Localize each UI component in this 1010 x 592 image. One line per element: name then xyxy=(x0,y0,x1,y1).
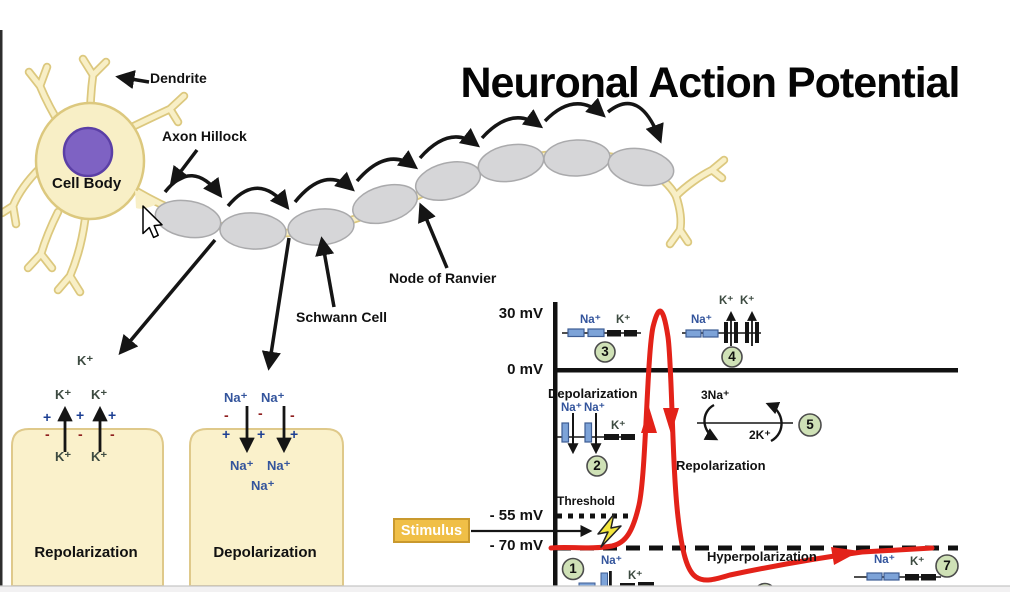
step2-channels-icon xyxy=(556,413,635,455)
graph-repolarization-label: Repolarization xyxy=(676,458,766,473)
cell-body-label: Cell Body xyxy=(52,175,122,192)
step4-circle xyxy=(721,346,743,368)
myelin-segments xyxy=(154,139,675,250)
step2-number: 2 xyxy=(593,458,601,473)
k-ion-label: K⁺ xyxy=(55,387,72,402)
conduction-hop-arrows xyxy=(163,97,664,211)
sodium-potassium-pump-icon xyxy=(697,401,793,443)
step1-circle xyxy=(561,557,585,581)
depolarization-panel-title: Depolarization xyxy=(213,544,317,561)
step3-circle xyxy=(594,341,616,363)
stimulus-badge: Stimulus xyxy=(393,518,470,543)
node-of-ranvier-arrow xyxy=(418,202,449,269)
y-label-minus70mv: - 70 mV xyxy=(489,537,543,554)
na-ion-label: Na⁺ xyxy=(251,478,275,493)
step5-circle xyxy=(798,413,822,437)
outer-charge-plus: + xyxy=(76,407,85,423)
inner-charge-minus: - xyxy=(78,426,83,442)
stimulus-label: Stimulus xyxy=(400,522,463,539)
window-left-edge xyxy=(0,30,3,586)
na-ion-label: Na⁺ xyxy=(601,555,622,567)
neuron-illustration xyxy=(0,54,729,297)
na-ion-label: Na⁺ xyxy=(224,390,248,405)
schwann-cell-label: Schwann Cell xyxy=(296,309,388,325)
k-ion-label: K⁺ xyxy=(628,570,643,582)
dendrite-label: Dendrite xyxy=(150,70,207,86)
falling-phase-arrowhead xyxy=(663,408,679,434)
step5-number: 5 xyxy=(806,417,814,432)
step4-number: 4 xyxy=(728,349,736,364)
axon-hillock-label: Axon Hillock xyxy=(162,128,247,144)
outer-charge-minus: - xyxy=(290,407,295,423)
pump-2k-label: 2K⁺ xyxy=(749,428,771,442)
na-ion-label: Na⁺ xyxy=(874,554,895,566)
k-ion-callout: K⁺ xyxy=(77,353,94,368)
k-ion-label: K⁺ xyxy=(611,420,626,432)
outer-charge-plus: + xyxy=(43,409,52,425)
axon-to-depolarization-arrow xyxy=(261,237,291,371)
node-of-ranvier-label: Node of Ranvier xyxy=(389,270,497,286)
return-to-rest-arrowhead xyxy=(831,547,860,565)
axon-hillock-arrow xyxy=(169,148,199,187)
step7-number: 7 xyxy=(943,558,951,573)
outer-charge-plus: + xyxy=(108,407,117,423)
bottom-strip xyxy=(0,586,1010,592)
step3-channels-icon xyxy=(562,328,641,338)
na-out-pump-arrow xyxy=(703,403,719,441)
hyperpolarization-label: Hyperpolarization xyxy=(707,549,817,564)
k-ion-label: K⁺ xyxy=(91,449,108,464)
k-in-pump-arrow xyxy=(765,401,783,443)
k-ion-label: K⁺ xyxy=(55,449,72,464)
outer-charge-minus: - xyxy=(258,405,263,421)
step4-channels-icon xyxy=(682,311,761,346)
repolarization-panel-title: Repolarization xyxy=(34,544,138,561)
na-ion-label: Na⁺ xyxy=(584,402,605,414)
zero-mv-line xyxy=(553,368,958,373)
axon-to-repolarization-arrow xyxy=(118,238,217,355)
k-ion-label: K⁺ xyxy=(910,556,925,568)
callout-arrows xyxy=(115,70,449,371)
step7-channels-icon xyxy=(854,572,941,581)
y-label-minus55mv: - 55 mV xyxy=(489,507,543,524)
k-ion-label: K⁺ xyxy=(616,314,631,326)
k-ion-label: K⁺ xyxy=(719,295,734,307)
k-ion-label: K⁺ xyxy=(740,295,755,307)
na-ion-label: Na⁺ xyxy=(561,402,582,414)
nucleus xyxy=(62,126,114,178)
na-ion-label: Na⁺ xyxy=(691,314,712,326)
pump-3na-label: 3Na⁺ xyxy=(701,388,730,402)
lightning-bolt-icon xyxy=(597,513,622,548)
membrane-ion-arrows xyxy=(57,405,292,454)
depolarization-panel xyxy=(189,428,344,587)
y-label-30mv: 30 mV xyxy=(498,305,543,322)
y-label-0mv: 0 mV xyxy=(507,361,543,378)
step2-circle xyxy=(586,455,608,477)
na-ion-label: Na⁺ xyxy=(580,314,601,326)
mouse-cursor xyxy=(142,205,163,239)
k-ion-label: K⁺ xyxy=(91,387,108,402)
step3-number: 3 xyxy=(601,344,609,359)
page-title: Neuronal Action Potential xyxy=(460,59,961,107)
outer-charge-minus: - xyxy=(224,407,229,423)
rising-phase-arrowhead xyxy=(641,407,657,433)
y-axis xyxy=(553,302,558,586)
inner-charge-minus: - xyxy=(110,426,115,442)
na-ion-label: Na⁺ xyxy=(267,458,291,473)
inner-charge-plus: + xyxy=(222,426,231,442)
graph-depolarization-label: Depolarization xyxy=(548,386,638,401)
repolarization-panel xyxy=(11,428,164,587)
na-ion-label: Na⁺ xyxy=(230,458,254,473)
step7-circle xyxy=(935,554,959,578)
dendrite-arrow xyxy=(115,70,150,90)
schwann-cell-arrow xyxy=(315,236,336,308)
na-ion-label: Na⁺ xyxy=(261,390,285,405)
inner-charge-minus: - xyxy=(45,426,50,442)
action-potential-curve xyxy=(548,308,935,583)
inner-charge-plus: + xyxy=(257,426,266,442)
axon-hillock-shape xyxy=(135,190,160,209)
threshold-label: Threshold xyxy=(557,494,616,508)
step1-number: 1 xyxy=(569,561,577,576)
inner-charge-plus: + xyxy=(290,426,299,442)
